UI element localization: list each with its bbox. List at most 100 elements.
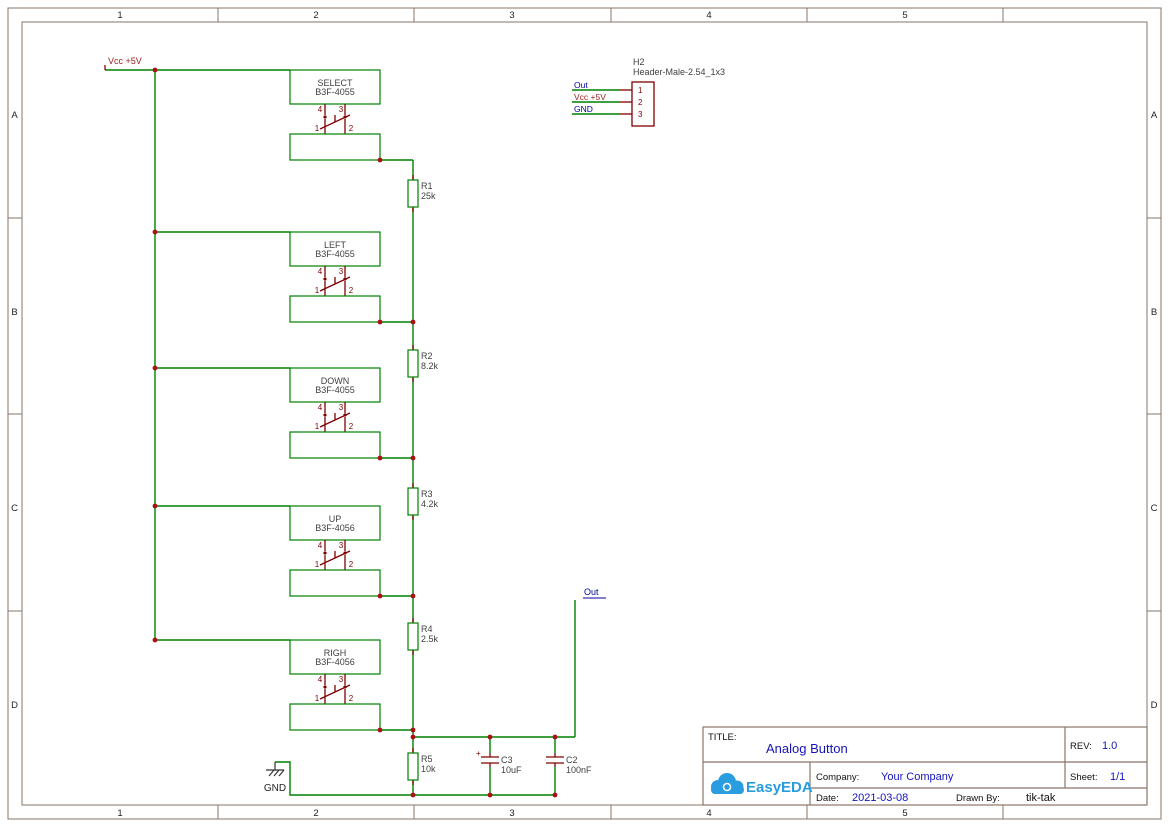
junction-dot [152,637,158,643]
frame-col-label: 3 [509,10,514,21]
resistor-r4[interactable]: R4 2.5k [407,618,439,655]
frame-col-label: 2 [313,808,318,819]
logo-swirl [722,782,732,792]
resistor-body[interactable] [407,752,419,781]
switch-contact [323,551,327,555]
capacitor-c3[interactable]: + C3 10uF [476,749,522,775]
junction-dot [410,593,416,599]
frame-col-label: 4 [706,10,711,21]
resistor-body[interactable] [407,487,419,516]
button-body[interactable] [289,367,381,403]
pin-number: 3 [339,105,344,114]
header-part: Header-Male-2.54_1x3 [633,67,725,77]
capacitor-value: 100nF [566,765,592,775]
button-name: UP [329,514,342,524]
pin-number: 1 [638,86,643,95]
button-left[interactable]: LEFT B3F-4055 4 3 1 2 [289,231,381,323]
pin-number: 3 [638,110,643,119]
junction-dot [410,319,416,325]
junction-dot [552,792,558,798]
date-label: Date: [816,793,839,804]
button-down[interactable]: DOWN B3F-4055 4 3 1 2 [289,367,381,459]
net-label-out[interactable]: Out [574,80,588,90]
button-part: B3F-4055 [315,87,355,97]
frame-row-label: A [1151,110,1158,121]
button-body[interactable] [289,231,381,267]
button-wire-loop[interactable] [289,431,381,459]
wires[interactable] [105,69,620,796]
header-h2[interactable]: H2 Header-Male-2.54_1x3 1 2 3 [620,57,725,127]
gnd-flag[interactable]: GND [264,762,286,794]
pin-number: 3 [339,403,344,412]
gnd-hatch [278,769,285,777]
switch-contact [323,115,327,119]
pin-number: 4 [318,541,323,550]
junction-dot [487,792,493,798]
wire-ground-rail[interactable] [275,761,555,796]
frame-row-label: C [11,503,18,514]
rev-label: REV: [1070,741,1092,752]
button-select[interactable]: SELECT B3F-4055 4 3 1 2 [289,69,381,161]
gnd-hatch [273,769,280,777]
resistor-body[interactable] [407,179,419,208]
button-body[interactable] [289,69,381,105]
button-wire-loop[interactable] [289,703,381,731]
company-value: Your Company [881,771,954,783]
capacitor-ref: C2 [566,755,578,765]
junction-dot [152,67,158,73]
header-body[interactable] [631,81,655,127]
frame-col-label: 5 [902,808,907,819]
resistor-ref: R4 [421,624,433,634]
pin-number: 2 [349,560,354,569]
resistor-value: 10k [421,764,436,774]
button-up[interactable]: UP B3F-4056 4 3 1 2 [289,505,381,597]
junction-dot [410,734,416,740]
button-name: DOWN [321,376,350,386]
button-righ[interactable]: RIGH B3F-4056 4 3 1 2 [289,639,381,731]
frame-row-label: B [1151,307,1157,318]
switch-contact [323,277,327,281]
button-body[interactable] [289,639,381,675]
button-wire-loop[interactable] [289,569,381,597]
pin-number: 3 [339,675,344,684]
sheet-border-inner [21,21,1148,806]
capacitor-c2[interactable]: C2 100nF [546,753,592,775]
resistor-body[interactable] [407,622,419,651]
pin-number: 2 [638,98,643,107]
button-wire-loop[interactable] [289,295,381,323]
out-label: Out [584,587,599,597]
sheet-border-outer [7,7,1162,820]
header-net-labels[interactable]: Out Vcc +5V GND [574,80,606,114]
resistor-ref: R2 [421,351,433,361]
pin-number: 2 [349,694,354,703]
sheet-label: Sheet: [1070,772,1097,783]
resistor-body[interactable] [407,349,419,378]
frame-row-label: A [11,110,18,121]
frame-col-label: 2 [313,10,318,21]
title-block-border [702,726,1148,806]
drawn-by-value: tik-tak [1026,792,1056,804]
button-part: B3F-4056 [315,523,355,533]
junction-dot [410,455,416,461]
resistor-r2[interactable]: R2 8.2k [407,345,439,382]
net-label-vcc[interactable]: Vcc +5V [574,92,606,102]
switch-contact [323,685,327,689]
button-body[interactable] [289,505,381,541]
resistor-r5[interactable]: R5 10k [407,748,436,785]
button-name: LEFT [324,240,347,250]
resistor-ref: R3 [421,489,433,499]
frame-col-label: 1 [117,10,122,21]
capacitor-value: 10uF [501,765,522,775]
junction-dot [152,503,158,509]
button-name: SELECT [317,78,353,88]
gnd-hatch [268,769,275,777]
button-wire-loop[interactable] [289,133,381,161]
vcc-net-flag[interactable]: Vcc +5V [104,56,142,70]
sheet-frame: 1 2 3 4 5 1 2 3 4 5 A B C D A B C D [7,7,1162,820]
resistor-r1[interactable]: R1 25k [407,175,436,212]
resistor-r3[interactable]: R3 4.2k [407,483,439,520]
out-net-flag[interactable]: Out [583,587,606,599]
pin-number: 2 [349,124,354,133]
net-label-gnd[interactable]: GND [574,104,593,114]
header-ref: H2 [633,57,645,67]
